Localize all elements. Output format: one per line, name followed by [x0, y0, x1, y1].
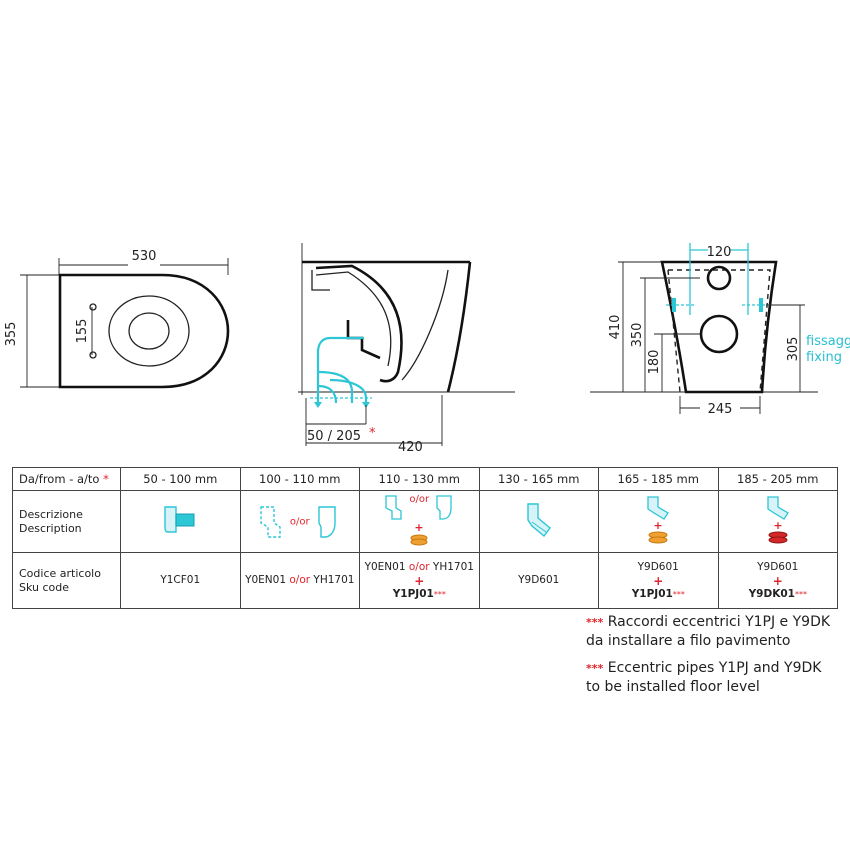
footnotes: *** Raccordi eccentrici Y1PJ e Y9DK da i…	[586, 613, 830, 705]
plus-6: +	[772, 573, 783, 588]
adapter-yh1701-icon	[318, 505, 336, 538]
desc-cell-3: o/or +	[359, 490, 480, 553]
dim-120: 120	[707, 245, 732, 260]
sku-y1pj01: Y1PJ01	[392, 587, 434, 600]
or-code-3: o/or	[408, 560, 430, 573]
note-it-line1: Raccordi eccentrici Y1PJ e Y9DK	[607, 614, 831, 630]
dim-530: 530	[132, 249, 157, 264]
plus-5: +	[653, 573, 664, 588]
note-en-line2: to be installed floor level	[586, 679, 760, 695]
range-3: 110 - 130 mm	[359, 467, 480, 491]
svg-text:+: +	[654, 519, 663, 532]
header-label: Da/from - a/to	[19, 472, 100, 486]
sku-y0en01-b: Y0EN01	[364, 560, 406, 573]
adapter-y1cf01-icon	[164, 506, 195, 533]
outlet-star: *	[369, 426, 376, 441]
range-5: 165 - 185 mm	[598, 467, 719, 491]
desc-cell-2: o/or	[239, 490, 360, 553]
dim-180: 180	[647, 350, 662, 375]
code-cell-4: Y9D601	[478, 552, 599, 609]
range-6: 185 - 205 mm	[717, 467, 838, 491]
dim-410: 410	[608, 315, 623, 340]
adapter-y9d601-y1pj01-icon: +	[647, 496, 670, 544]
or-code-2: o/or	[289, 574, 311, 586]
adapter-y9d601-y9dk01-icon: +	[767, 496, 789, 544]
sku-y9d601-b: Y9D601	[637, 560, 679, 573]
fixing-label-it: fissaggi	[806, 334, 850, 349]
adapter-yh1701-small-icon	[435, 495, 452, 520]
desc-cell-1	[120, 490, 241, 553]
side-view: 50 / 205 * 420	[298, 243, 515, 455]
table-description-row: Descrizione Description o/or o/or	[12, 490, 838, 553]
dim-50-205: 50 / 205	[307, 429, 361, 444]
spec-table: Da/from - a/to * 50 - 100 mm 100 - 110 m…	[12, 467, 838, 609]
note-it-star: ***	[586, 616, 604, 629]
svg-text:+: +	[415, 523, 424, 534]
back-view: 120 410 350 180 305 fissaggi fixing 245	[590, 243, 850, 417]
or-label-3: o/or	[409, 494, 430, 505]
header-star: *	[103, 472, 109, 486]
note-it-line2: da installare a filo pavimento	[586, 633, 791, 649]
adapter-y0en01-small-icon	[385, 495, 402, 520]
table-code-row: Codice articolo Sku code Y1CF01 Y0EN01 o…	[12, 552, 838, 609]
dim-305: 305	[786, 337, 801, 362]
desc-cell-5: +	[598, 490, 719, 553]
sku-y0en01: Y0EN01	[245, 574, 287, 586]
dim-355: 355	[4, 322, 19, 347]
svg-text:+: +	[773, 519, 782, 532]
sku-yh1701-b: YH1701	[432, 560, 474, 573]
range-2: 100 - 110 mm	[239, 467, 360, 491]
top-view: 530 355 155	[4, 249, 230, 389]
sku-y1cf01: Y1CF01	[160, 574, 201, 586]
dim-245: 245	[708, 402, 733, 417]
stars-5: ***	[672, 589, 685, 599]
sku-y9d601: Y9D601	[518, 574, 560, 586]
code-cell-1: Y1CF01	[120, 552, 241, 609]
or-label-2: o/or	[289, 516, 310, 527]
stars-6: ***	[794, 589, 807, 599]
dim-155: 155	[75, 319, 90, 344]
dim-350: 350	[630, 323, 645, 348]
note-english: *** Eccentric pipes Y1PJ and Y9DK to be …	[586, 659, 830, 697]
code-label-cell: Codice articolo Sku code	[12, 552, 121, 609]
description-label-en: Description	[19, 521, 82, 535]
dim-420: 420	[398, 440, 423, 455]
sku-yh1701: YH1701	[313, 574, 355, 586]
stars-3: ***	[433, 589, 446, 599]
fixing-label-en: fixing	[806, 350, 842, 365]
range-4: 130 - 165 mm	[478, 467, 599, 491]
range-1: 50 - 100 mm	[120, 467, 241, 491]
eccentric-pipe-y1pj01-icon: +	[410, 521, 428, 546]
description-label-it: Descrizione	[19, 507, 83, 521]
sku-y9d601-c: Y9D601	[757, 560, 799, 573]
note-italian: *** Raccordi eccentrici Y1PJ e Y9DK da i…	[586, 613, 830, 651]
code-cell-3: Y0EN01 o/or YH1701 + Y1PJ01***	[359, 552, 480, 609]
adapter-y9d601-icon	[527, 503, 551, 538]
desc-cell-6: +	[717, 490, 838, 553]
technical-drawings: 530 355 155 50 / 205	[4, 243, 850, 455]
code-label-it: Codice articolo	[19, 566, 101, 580]
sku-y9dk01: Y9DK01	[748, 587, 795, 600]
note-en-star: ***	[586, 662, 604, 675]
desc-cell-4	[478, 490, 599, 553]
header-label-cell: Da/from - a/to *	[12, 467, 121, 491]
code-cell-5: Y9D601 + Y1PJ01***	[598, 552, 719, 609]
code-cell-6: Y9D601 + Y9DK01***	[717, 552, 838, 609]
table-header-row: Da/from - a/to * 50 - 100 mm 100 - 110 m…	[12, 467, 838, 491]
note-en-line1: Eccentric pipes Y1PJ and Y9DK	[607, 660, 822, 676]
code-label-en: Sku code	[19, 580, 70, 594]
code-cell-2: Y0EN01 o/or YH1701	[239, 552, 360, 609]
description-label-cell: Descrizione Description	[12, 490, 121, 553]
sku-y1pj01-b: Y1PJ01	[631, 587, 673, 600]
adapter-y0en01-icon	[260, 505, 282, 538]
plus-3: +	[414, 573, 425, 588]
